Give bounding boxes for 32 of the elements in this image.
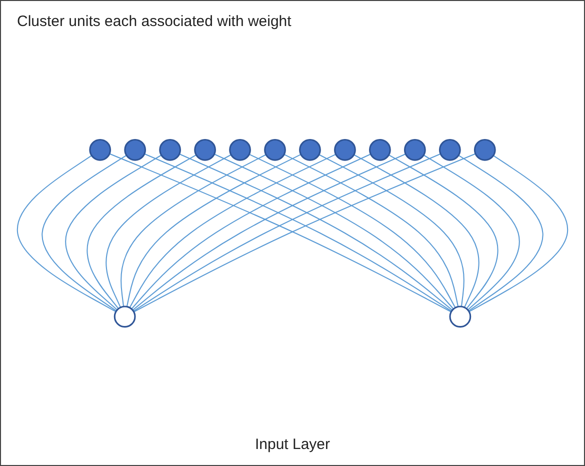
- node-circle: [334, 138, 356, 161]
- connector: [106, 154, 232, 308]
- connector: [86, 154, 196, 309]
- connector: [42, 154, 127, 312]
- connector: [458, 154, 544, 312]
- node-circle: [194, 138, 216, 161]
- connector: [388, 154, 498, 309]
- node-circle: [449, 305, 472, 328]
- connector: [120, 154, 266, 306]
- node-circle: [299, 138, 321, 161]
- node-circle: [438, 138, 461, 161]
- node-circle: [474, 138, 496, 161]
- connector: [126, 154, 302, 307]
- node-circle: [264, 138, 286, 161]
- layer-label: Cluster units each associated with weight: [17, 13, 292, 30]
- node-circle: [404, 138, 426, 161]
- connector: [354, 154, 480, 308]
- node-circle: [369, 138, 391, 161]
- connector: [65, 154, 162, 310]
- connector: [318, 154, 464, 306]
- node-circle: [89, 138, 112, 161]
- connector: [468, 154, 568, 312]
- node-circle: [114, 305, 136, 328]
- layer-label: Input Layer: [254, 436, 332, 453]
- connector: [248, 154, 456, 308]
- node-circle: [124, 138, 146, 161]
- connector: [17, 154, 116, 312]
- connector: [423, 154, 520, 310]
- connector: [129, 154, 336, 308]
- node-circle: [159, 138, 182, 161]
- connector: [284, 154, 459, 307]
- node-circle: [229, 138, 251, 161]
